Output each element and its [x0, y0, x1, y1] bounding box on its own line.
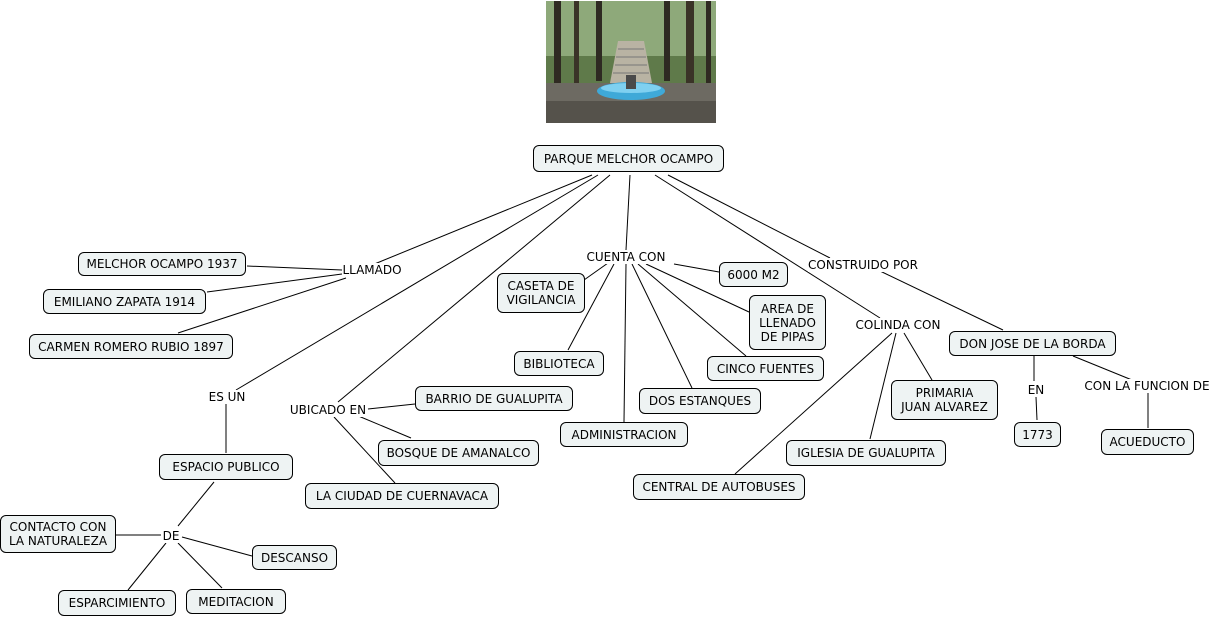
link-line [177, 542, 223, 589]
link-line [177, 277, 347, 334]
link-line [673, 263, 720, 273]
link-line [645, 263, 750, 313]
concept-esparcimiento: ESPARCIMIENTO [58, 590, 176, 616]
concept-acueducto: ACUEDUCTO [1101, 429, 1194, 455]
link-label-llamado: LLAMADO [342, 263, 402, 277]
link-line [879, 270, 1004, 331]
link-line [337, 174, 611, 403]
link-label-con-la-funcion-de: CON LA FUNCION DE [1084, 379, 1210, 393]
link-line [667, 174, 831, 259]
concept-bosque-de-amanalco: BOSQUE DE AMANALCO [378, 440, 539, 466]
concept-1773: 1773 [1014, 422, 1061, 447]
link-label-de: DE [162, 529, 180, 543]
link-line [623, 263, 627, 423]
link-line [903, 332, 933, 381]
link-line [206, 273, 343, 293]
link-label-en: EN [1027, 383, 1045, 397]
concept-emiliano-zapata-1914: EMILIANO ZAPATA 1914 [43, 289, 206, 314]
concept-barrio-de-gualupita: BARRIO DE GUALUPITA [415, 386, 573, 411]
concept-espacio-publico: ESPACIO PUBLICO [159, 454, 293, 480]
concept-la-ciudad-de-cuernavaca: LA CIUDAD DE CUERNAVACA [305, 483, 499, 509]
link-line [367, 403, 416, 410]
link-line [654, 174, 881, 319]
link-label-cuenta-con: CUENTA CON [586, 250, 666, 264]
concept-descanso: DESCANSO [252, 545, 337, 570]
concept-6000-m2: 6000 M2 [719, 262, 788, 287]
link-line [637, 263, 747, 357]
link-line [177, 481, 215, 527]
link-line [371, 174, 593, 266]
link-line [1035, 396, 1038, 421]
link-line [246, 265, 343, 271]
concept-meditacion: MEDITACION [186, 589, 286, 614]
concept-administracion: ADMINISTRACION [560, 422, 688, 447]
link-line [583, 262, 609, 281]
link-label-construido-por: CONSTRUIDO POR [808, 258, 918, 272]
concept-central-de-autobuses: CENTRAL DE AUTOBUSES [633, 474, 805, 500]
concept-biblioteca: BIBLIOTECA [514, 351, 604, 376]
link-line [631, 263, 693, 389]
concept-cinco-fuentes: CINCO FUENTES [707, 356, 824, 381]
concept-primaria-juan-alvarez: PRIMARIA JUAN ALVAREZ [891, 380, 998, 420]
park-photo [546, 1, 716, 123]
concept-area-de-llenado-de-pipas: AREA DE LLENADO DE PIPAS [749, 295, 826, 350]
concept-melchor-ocampo-1937: MELCHOR OCAMPO 1937 [78, 252, 246, 276]
concept-carmen-romero-rubio-1897: CARMEN ROMERO RUBIO 1897 [29, 334, 233, 359]
link-line [869, 332, 897, 440]
link-line [181, 536, 253, 557]
link-line [567, 263, 615, 351]
root-concept-parque: PARQUE MELCHOR OCAMPO [533, 145, 724, 172]
link-label-colinda-con: COLINDA CON [855, 318, 941, 332]
concept-iglesia-de-gualupita: IGLESIA DE GUALUPITA [786, 440, 946, 466]
link-line [625, 174, 631, 251]
link-line [235, 174, 599, 391]
concept-caseta-de-vigilancia: CASETA DE VIGILANCIA [497, 273, 585, 313]
link-label-ubicado-en: UBICADO EN [289, 403, 367, 417]
link-line [734, 332, 893, 475]
concept-dos-estanques: DOS ESTANQUES [639, 388, 761, 414]
link-label-es-un: ES UN [208, 390, 246, 404]
concept-don-jose-de-la-borda: DON JOSE DE LA BORDA [949, 331, 1116, 356]
link-line [333, 416, 396, 484]
link-line [127, 542, 167, 591]
concept-contacto-con-la-naturaleza: CONTACTO CON LA NATURALEZA [0, 515, 116, 553]
link-line [355, 414, 412, 439]
link-line [1072, 355, 1133, 381]
